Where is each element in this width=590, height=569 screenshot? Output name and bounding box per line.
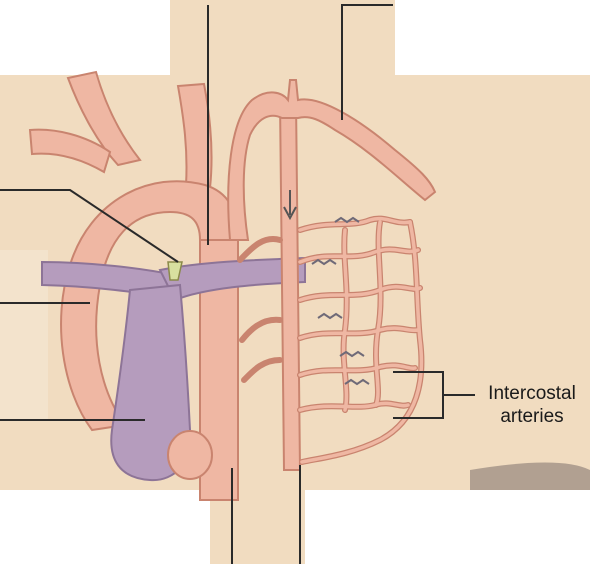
internal-thoracic-artery [280, 100, 300, 470]
intercostal-arteries-label: Intercostal arteries [474, 382, 590, 428]
intercostal-label-line1: Intercostal [474, 382, 590, 405]
intercostal-label-line2: arteries [474, 405, 590, 428]
